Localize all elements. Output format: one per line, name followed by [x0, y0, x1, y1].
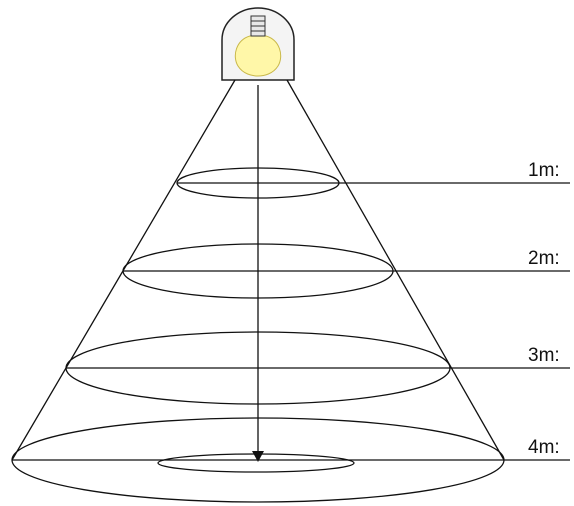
label-4m: 4m: — [528, 437, 560, 458]
lamp-icon — [221, 7, 295, 81]
label-1m: 1m: — [528, 160, 560, 181]
label-3m: 3m: — [528, 345, 560, 366]
cone-right-edge — [286, 79, 505, 461]
light-bulb-icon — [234, 35, 282, 77]
label-2m: 2m: — [528, 248, 560, 269]
arrow-head — [252, 451, 264, 462]
